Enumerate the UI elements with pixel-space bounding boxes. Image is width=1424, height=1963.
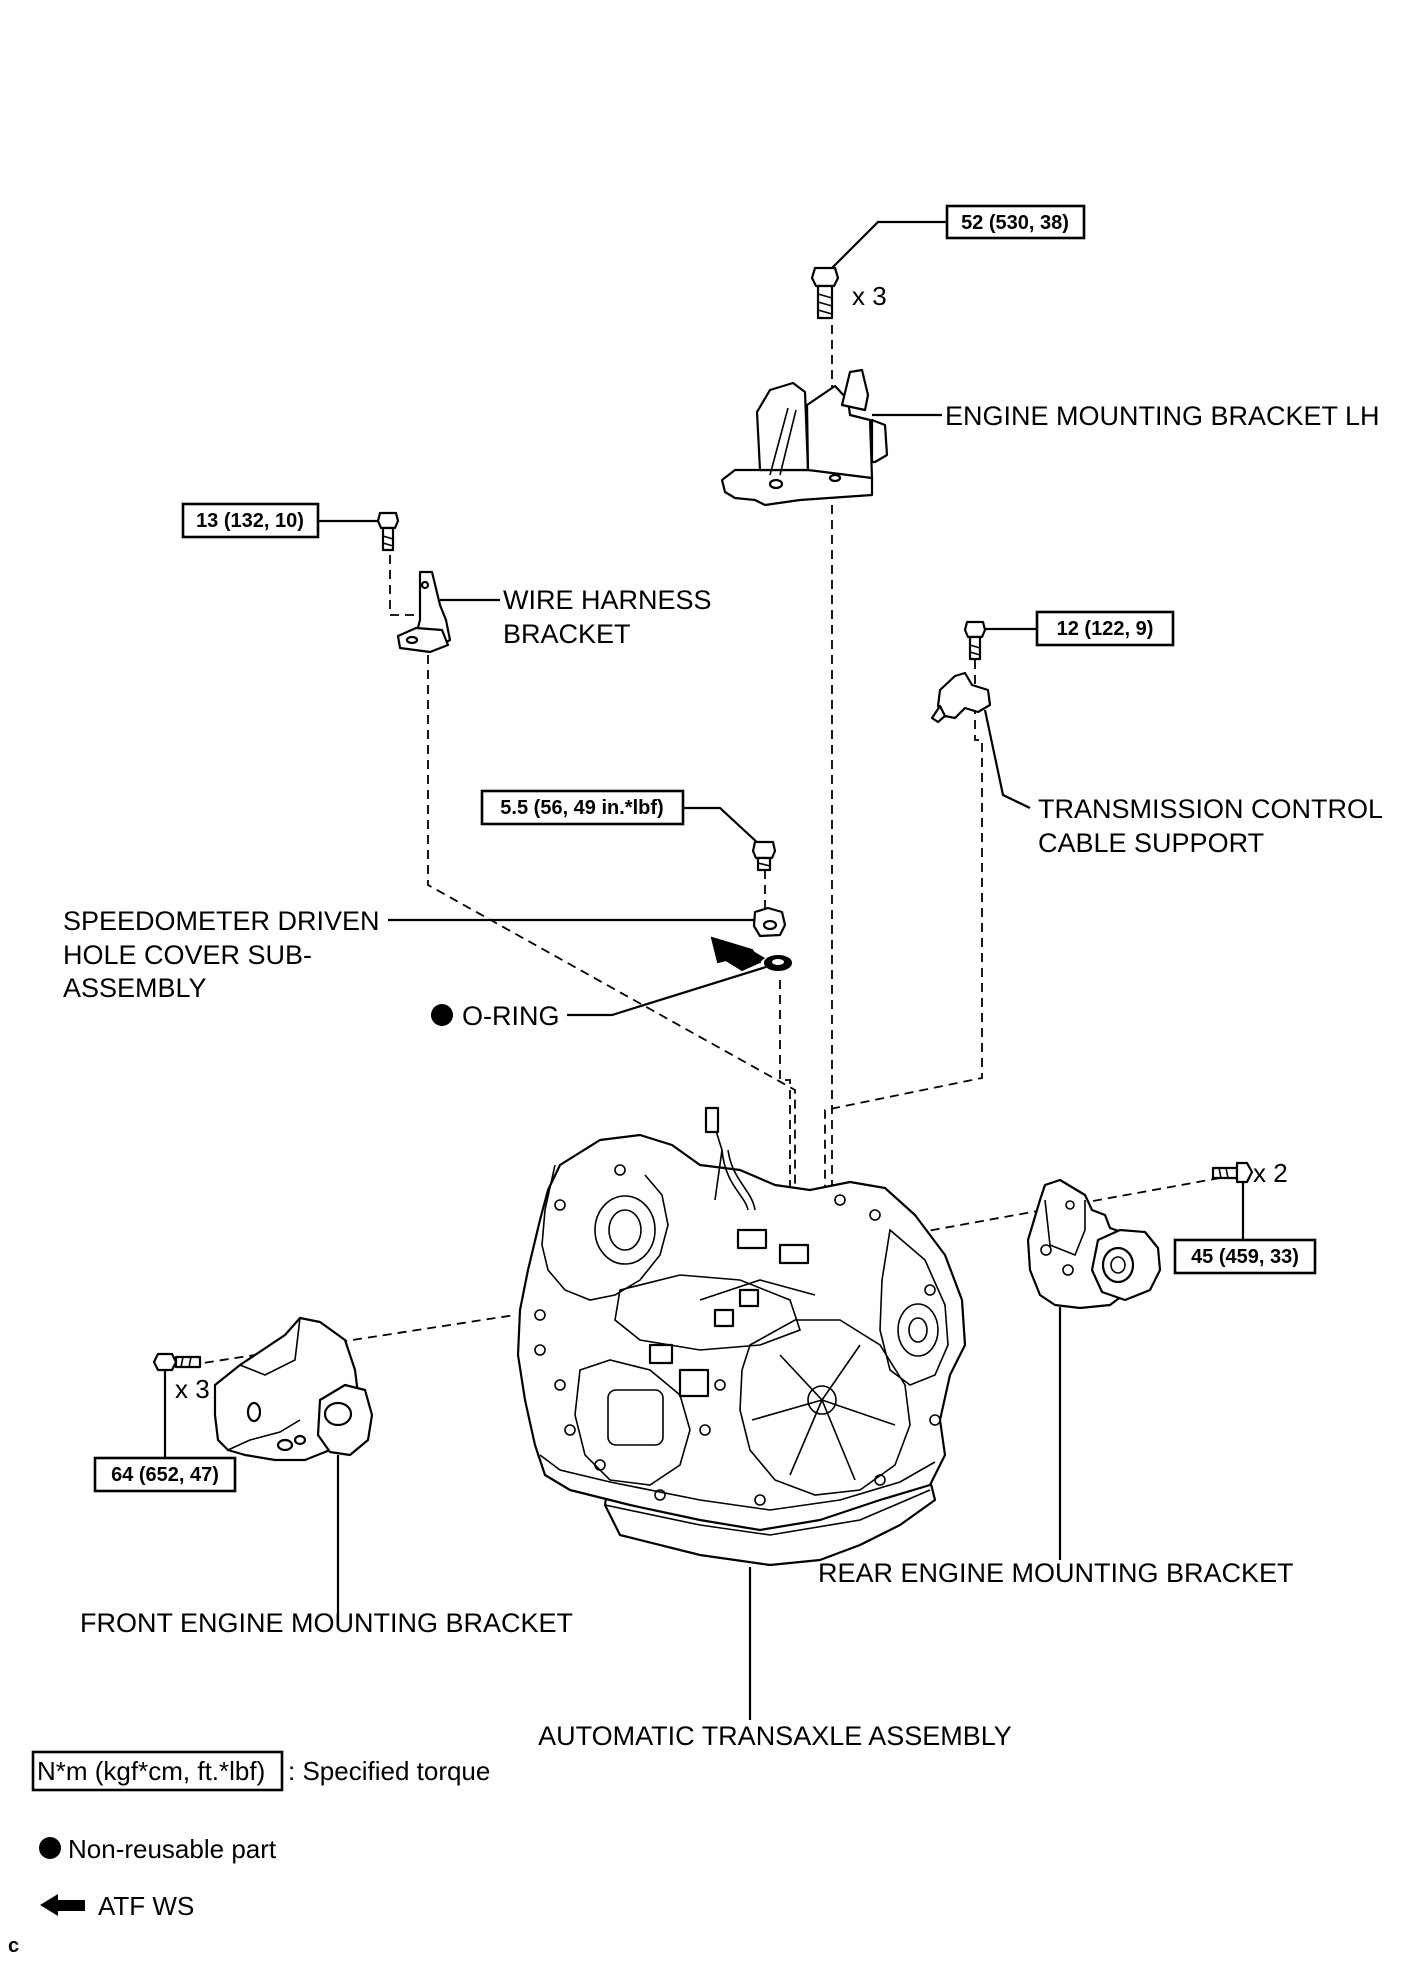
torque-callout-wire-harness: 13 (132, 10)	[181, 502, 385, 539]
o-ring-label: O-RING	[462, 1001, 560, 1031]
torque-value: 64 (652, 47)	[111, 1464, 219, 1486]
non-reusable-legend-text: Non-reusable part	[68, 1834, 277, 1864]
wire-harness-bracket-label-line2: BRACKET	[503, 619, 631, 649]
torque-callout-rear-bracket: 45 (459, 33)	[1173, 1180, 1317, 1275]
legend: N*m (kgf*cm, ft.*lbf) : Specified torque…	[8, 1750, 490, 1957]
torque-value: 52 (530, 38)	[961, 212, 1069, 234]
rear-engine-mounting-bracket-label: REAR ENGINE MOUNTING BRACKET	[818, 1558, 1294, 1588]
engine-mounting-bracket-lh-label: ENGINE MOUNTING BRACKET LH	[945, 401, 1380, 431]
cable-support-label-line1: TRANSMISSION CONTROL	[1038, 794, 1383, 824]
atf-arrow-icon	[710, 936, 765, 972]
speedometer-cover-label-line2: HOLE COVER SUB-	[63, 940, 312, 970]
quantity-label: x 3	[175, 1374, 210, 1404]
torque-value: 5.5 (56, 49 in.*lbf)	[500, 797, 663, 819]
torque-legend-unit: N*m (kgf*cm, ft.*lbf)	[37, 1756, 265, 1786]
torque-callout-engine-bracket: 52 (530, 38)	[824, 204, 1086, 276]
bolt-icon-cable-support	[963, 620, 987, 661]
wire-harness-bracket-label-line1: WIRE HARNESS	[503, 585, 712, 615]
bolt-icon-rear-bracket	[1211, 1161, 1254, 1184]
bolt-icon-engine-bracket	[810, 266, 840, 320]
bolt-icon-speedometer	[751, 840, 777, 872]
torque-callout-cable-support: 12 (122, 9)	[985, 610, 1175, 647]
o-ring-part	[567, 955, 792, 1017]
atf-legend-arrow-icon	[40, 1894, 85, 1916]
front-engine-mounting-bracket-part	[213, 1316, 374, 1620]
quantity-label: x 3	[852, 281, 887, 311]
front-engine-mounting-bracket-label: FRONT ENGINE MOUNTING BRACKET	[80, 1608, 573, 1638]
engine-mounting-bracket-lh-part	[720, 368, 942, 507]
speedometer-cover-label-line1: SPEEDOMETER DRIVEN	[63, 906, 380, 936]
automatic-transaxle-assembly-part	[516, 1106, 967, 1720]
speedometer-driven-hole-cover-part	[388, 906, 787, 938]
speedometer-cover-label-line3: ASSEMBLY	[63, 973, 207, 1003]
torque-legend-description: : Specified torque	[288, 1756, 490, 1786]
rear-engine-mounting-bracket-part	[1026, 1178, 1162, 1560]
quantity-label: x 2	[1253, 1158, 1288, 1188]
footer-code: c	[8, 1935, 19, 1957]
bolt-icon-front-bracket	[152, 1352, 202, 1372]
automatic-transaxle-assembly-label: AUTOMATIC TRANSAXLE ASSEMBLY	[538, 1721, 1012, 1751]
torque-callout-speedometer: 5.5 (56, 49 in.*lbf)	[480, 789, 761, 846]
torque-legend-box	[31, 1750, 284, 1792]
non-reusable-mark-icon	[431, 1004, 453, 1026]
non-reusable-icon	[39, 1837, 61, 1859]
bolt-icon-wire-harness	[376, 511, 400, 552]
torque-callout-front-bracket: 64 (652, 47)	[93, 1365, 237, 1493]
atf-legend-text: ATF WS	[98, 1891, 194, 1921]
cable-support-label-line2: CABLE SUPPORT	[1038, 828, 1264, 858]
torque-value: 45 (459, 33)	[1191, 1246, 1299, 1268]
wire-harness-bracket-part	[396, 570, 500, 654]
torque-value: 13 (132, 10)	[196, 510, 304, 532]
torque-value: 12 (122, 9)	[1057, 618, 1154, 640]
transmission-control-cable-support-part	[930, 671, 1031, 809]
